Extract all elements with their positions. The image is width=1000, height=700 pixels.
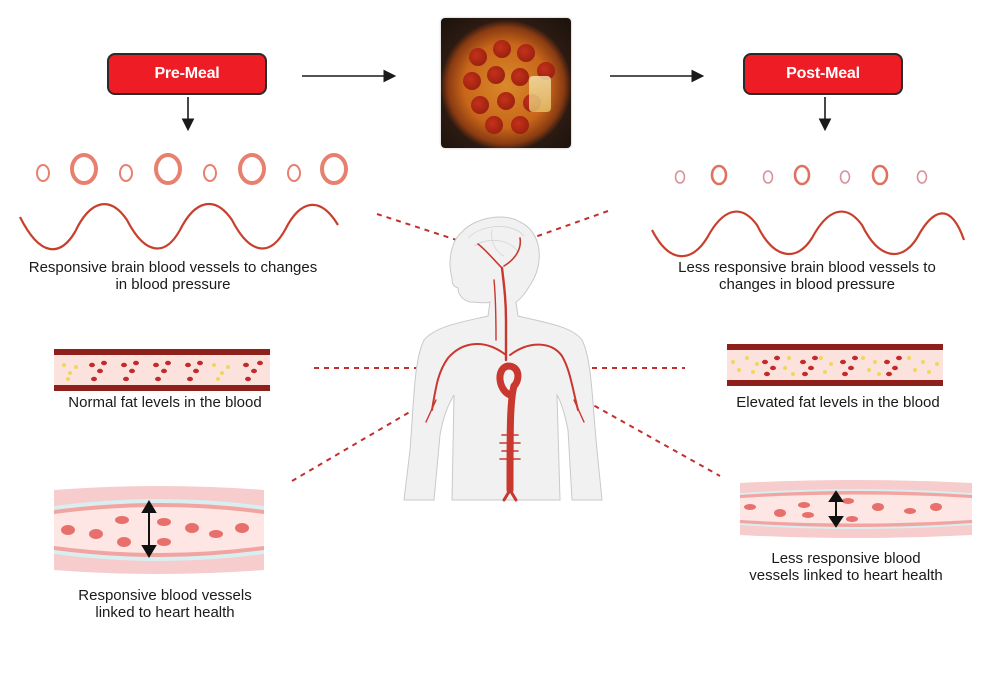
blood-pressure-wave (651, 210, 966, 258)
responsive-vessel-caption: Responsive blood vessels linked to heart… (78, 587, 252, 621)
responsive-vessel-graphic (54, 486, 264, 574)
elevated-fat-caption: Elevated fat levels in the blood (736, 394, 940, 411)
vessel-ring-small (762, 170, 774, 184)
fat-particles (731, 356, 939, 376)
post-meal-label: Post-Meal (786, 65, 860, 82)
pre-brain-vessels-graphic (19, 153, 348, 251)
vessel-ring-small (674, 170, 686, 184)
vessel-ring-large (70, 153, 98, 185)
connector-heart-right (576, 395, 721, 477)
pre-meal-box: Pre-Meal (107, 53, 267, 95)
diameter-arrow-small (828, 490, 844, 528)
post-brain-vessels-graphic (651, 164, 966, 258)
fat-particles (62, 363, 230, 381)
vessel-ring-small (36, 164, 50, 182)
normal-fat-vessel-graphic (54, 349, 270, 391)
normal-fat-caption: Normal fat levels in the blood (68, 394, 262, 411)
diameter-arrow-large (141, 500, 157, 558)
blood-cells (89, 360, 263, 382)
vessel-ring-large (154, 153, 182, 185)
pre-brain-caption: Responsive brain blood vessels to change… (28, 259, 318, 293)
pizza-image (441, 18, 571, 148)
body-silhouette (403, 216, 603, 501)
vessel-ring-small (839, 170, 851, 184)
human-circulatory-figure (403, 216, 603, 502)
pre-meal-label: Pre-Meal (154, 65, 220, 82)
blood-cells (61, 516, 249, 547)
vessel-ring-large (710, 164, 728, 186)
vessel-ring-small (203, 164, 217, 182)
vessel-ring-large (320, 153, 348, 185)
vessel-ring-large (238, 153, 266, 185)
post-brain-caption: Less responsive brain blood vessels to c… (678, 259, 936, 293)
blood-pressure-wave (19, 202, 339, 251)
vessel-ring-large (793, 164, 811, 186)
elevated-fat-vessel-graphic (727, 344, 943, 386)
aorta (496, 362, 522, 502)
blood-cells (762, 355, 902, 377)
vessel-ring-large (871, 164, 889, 186)
vessel-ring-small (287, 164, 301, 182)
post-meal-box: Post-Meal (743, 53, 903, 95)
less-responsive-vessel-graphic (740, 480, 972, 538)
less-responsive-vessel-caption: Less responsive blood vessels linked to … (749, 550, 943, 584)
vessel-ring-small (916, 170, 928, 184)
vessel-ring-small (119, 164, 133, 182)
blood-cells (744, 498, 942, 522)
arteries (425, 237, 585, 423)
